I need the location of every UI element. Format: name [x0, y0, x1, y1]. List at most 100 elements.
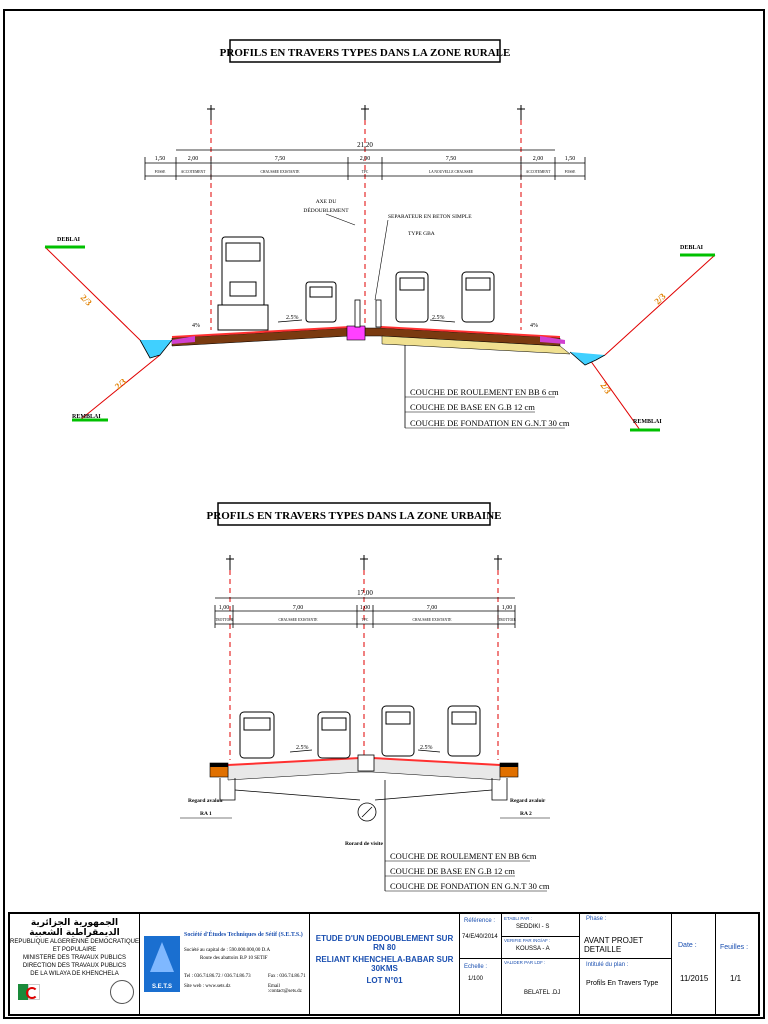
- urban-title-box: [217, 502, 491, 526]
- rural-dim-5: 7,50: [446, 156, 457, 162]
- sets-logo-icon: S.E.T.S: [144, 936, 180, 992]
- rural-remblai-right: REMBLAI: [633, 419, 662, 425]
- urban-regard-right-1: Regard avaloir: [510, 798, 546, 804]
- company-address: Route des abattoirs B.P 10 SETIF: [200, 956, 268, 961]
- rural-zone-5: LA NOUVELLE CHAUSSEE: [429, 170, 474, 174]
- urban-dim-4: 7,00: [427, 605, 438, 611]
- sheets-cell: Feuilles : 1/1: [716, 914, 760, 1014]
- urban-section: PROFILS EN TRAVERS TYPES DANS LA ZONE UR…: [180, 502, 550, 892]
- authors-cell: ETABLI PAR : SEDDIKI - S VERIFIE PAR ING…: [502, 914, 580, 1014]
- rural-title-box: [229, 39, 501, 63]
- rural-slope-right-top: 2/3: [652, 291, 668, 307]
- republic-arabic: الجمهورية الجزائرية الديمقراطية الشعبية: [29, 918, 120, 938]
- rural-slope-right-bottom: 2/3: [598, 380, 613, 396]
- company-fax: Fax : 036.74.86.71: [268, 974, 306, 979]
- date-value: 11/2015: [680, 974, 709, 983]
- rural-layer-3: COUCHE DE FONDATION EN G.N.T 30 cm: [410, 418, 570, 428]
- sheets-value: 1/1: [730, 974, 742, 983]
- intitule-label: Intitulé du plan :: [586, 962, 629, 968]
- company-cell: S.E.T.S Société d'Études Techniques de S…: [140, 914, 310, 1014]
- project-cell: ETUDE D'UN DEDOUBLEMENT SUR RN 80 RELIAN…: [310, 914, 460, 1014]
- company-tel: Tel : 036.74.86.72 / 036.74.86.73: [184, 974, 251, 979]
- rural-dim-3: 7,50: [275, 156, 286, 162]
- reference-label: Référence :: [464, 918, 496, 924]
- company-name: Société d'Études Techniques de Sétif (S.…: [184, 932, 303, 938]
- rural-dim-4: 2,00: [360, 156, 371, 162]
- algeria-flag-icon: [18, 984, 40, 1000]
- sets-logo-text: S.E.T.S: [151, 984, 172, 990]
- verifie-label: VERIFIE PAR ING/AF :: [504, 938, 551, 943]
- republic-french: REPUBLIQUE ALGERIENNE DEMOCRATIQUE ET PO…: [10, 939, 139, 953]
- direction-name: DIRECTION DES TRAVAUX PUBLICS: [22, 963, 127, 969]
- urban-zone-1: TROTTOIR: [215, 618, 233, 622]
- rural-zone-1: FOSSE: [155, 170, 167, 174]
- ministry-cell: الجمهورية الجزائرية الديمقراطية الشعبية …: [10, 914, 140, 1014]
- urban-regard-left-1: Regard avaloir: [188, 798, 224, 804]
- rural-slope-left-bottom: 2/3: [113, 376, 129, 391]
- project-line-3: LOT N°01: [366, 976, 403, 985]
- rural-dim-7: 1,50: [565, 156, 576, 162]
- company-email: Email :contact@sets.dz: [268, 984, 302, 994]
- urban-zone-4: CHAUSSEE EXISTANTE: [413, 618, 453, 622]
- project-line-1: ETUDE D'UN DEDOUBLEMENT SUR RN 80: [315, 934, 454, 952]
- rural-axis-label-1: AXE DU: [316, 199, 337, 205]
- ministry-emblem-icon: [110, 980, 134, 1004]
- wilaya-name: DE LA WILAYA DE KHENCHELA: [30, 971, 119, 977]
- rural-deblai-left: DEBLAI: [57, 237, 81, 243]
- urban-layer-1: COUCHE DE ROULEMENT EN BB 6cm: [390, 851, 537, 861]
- sheet-frame: [3, 9, 765, 1019]
- urban-layer-3: COUCHE DE FONDATION EN G.N.T 30 cm: [390, 881, 550, 891]
- rural-layer-1: COUCHE DE ROULEMENT EN BB 6 cm: [410, 387, 559, 397]
- urban-zone-2: CHAUSSEE EXISTANTE: [279, 618, 319, 622]
- rural-deblai-right: DEBLAI: [680, 245, 704, 251]
- rural-dim-2: 2,00: [188, 156, 199, 162]
- urban-pct-left: 2.5%: [296, 745, 309, 751]
- rural-title: PROFILS EN TRAVERS TYPES DANS LA ZONE RU…: [220, 47, 511, 59]
- urban-total-dim: 17,00: [357, 589, 373, 597]
- date-label: Date :: [678, 942, 697, 949]
- intitule-value: Profils En Travers Type: [586, 980, 659, 987]
- urban-regard-left-2: RA 1: [200, 811, 212, 817]
- project-line-2: RELIANT KHENCHELA-BABAR SUR 30KMS: [315, 955, 454, 973]
- urban-dim-1: 1,00: [219, 605, 230, 611]
- phase-cell: Phase : AVANT PROJET DETAILLE Intitulé d…: [580, 914, 672, 1014]
- rural-pct-left: 2.5%: [286, 315, 299, 321]
- company-site: Site web : www.sets.dz: [184, 984, 231, 989]
- valide-label: VALIDER PAR LDF :: [504, 960, 546, 965]
- rural-zone-2: ACCOTEMENT: [181, 170, 206, 174]
- rural-shoulder-pct-left: 4%: [192, 323, 200, 329]
- urban-regard-right-2: RA 2: [520, 811, 532, 817]
- rural-shoulder-pct-right: 4%: [530, 323, 538, 329]
- rural-dim-1: 1,50: [155, 156, 166, 162]
- date-cell: Date : 11/2015: [672, 914, 716, 1014]
- valide-value: BELATEL .DJ: [524, 990, 561, 996]
- urban-zone-3: TPC: [362, 618, 369, 622]
- rural-remblai-left: REMBLAI: [72, 414, 101, 420]
- phase-value: AVANT PROJET DETAILLE: [584, 936, 643, 954]
- urban-regard-visite: Rorard de visite: [345, 841, 383, 847]
- scale-label: Echelle :: [464, 964, 488, 970]
- urban-layer-2: COUCHE DE BASE EN G.B 12 cm: [390, 866, 515, 876]
- urban-dim-5: 1,00: [502, 605, 513, 611]
- etabli-value: SEDDIKI - S: [516, 924, 550, 930]
- rural-separator-label-1: SEPARATEUR EN BETON SIMPLE: [388, 214, 472, 220]
- verifie-value: KOUSSA - A: [516, 946, 550, 952]
- company-capital: Société au capital de : 590.000.000,00 D…: [184, 948, 271, 953]
- rural-total-dim: 21,20: [357, 141, 373, 149]
- urban-dim-2: 7,00: [293, 605, 304, 611]
- rural-section: PROFILS EN TRAVERS TYPES DANS LA ZONE RU…: [44, 39, 716, 432]
- rural-zone-6: ACCOTEMENT: [526, 170, 551, 174]
- rural-separator-label-2: TYPE GBA: [408, 231, 435, 237]
- title-block: الجمهورية الجزائرية الديمقراطية الشعبية …: [8, 912, 760, 1016]
- rural-zone-7: FOSSE: [565, 170, 577, 174]
- ministry-name: MINISTERE DES TRAVAUX PUBLICS: [22, 955, 127, 961]
- rural-dim-6: 2,00: [533, 156, 544, 162]
- urban-zone-5: TROTTOIR: [498, 618, 516, 622]
- rural-slope-left-top: 2/3: [79, 292, 95, 308]
- reference-cell: Référence : 74/E/40/2014 Echelle : 1/100: [460, 914, 502, 1014]
- urban-title: PROFILS EN TRAVERS TYPES DANS LA ZONE UR…: [207, 510, 502, 522]
- rural-pct-right: 2.5%: [432, 315, 445, 321]
- rural-zone-3: CHAUSSEE EXISTANTE: [261, 170, 301, 174]
- phase-label: Phase :: [586, 916, 607, 922]
